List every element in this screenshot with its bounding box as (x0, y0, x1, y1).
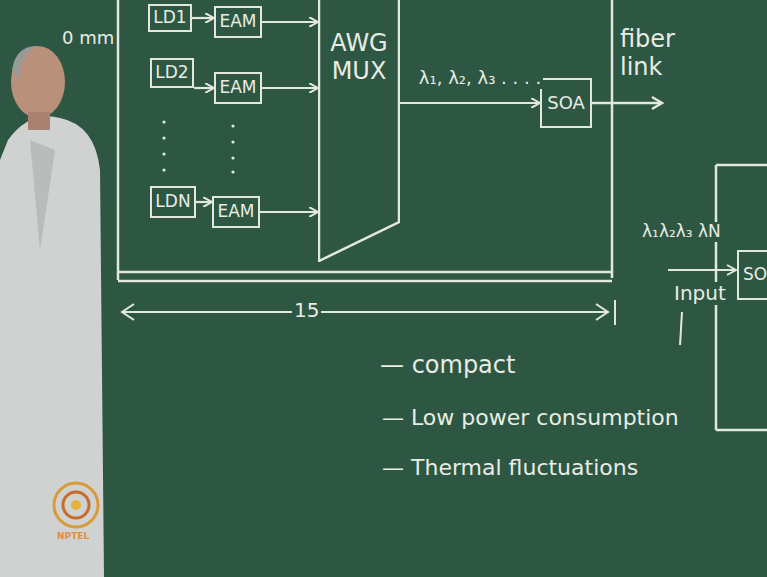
lecturer-shirt (0, 116, 104, 577)
logo-text: NPTEL (55, 531, 91, 541)
component-name: LD2 (155, 63, 188, 83)
component-box: EAM (214, 72, 262, 104)
chalk-note: 0 mm (60, 28, 116, 49)
chalk-note: λ₁λ₂λ₃ λN (640, 222, 723, 242)
component-box: EAM (214, 6, 262, 38)
signal-arrow (192, 17, 213, 19)
chalk-note: fiber link (618, 26, 704, 81)
component-name: EAM (219, 12, 256, 32)
component-name: AWG MUX (318, 30, 400, 85)
component-box: LD2 (150, 58, 194, 88)
component-name: SOA (547, 93, 585, 114)
component-box: LD1 (148, 4, 192, 32)
component-name: SO (743, 265, 767, 285)
component-name: LD1 (153, 8, 186, 28)
awg-mux-trapezoid: AWG MUX (318, 0, 400, 262)
component-name: LDN (155, 192, 190, 212)
component-box: SOA (540, 78, 592, 128)
signal-arrow (400, 102, 539, 104)
chalk-note: — compact (378, 352, 517, 380)
signal-arrow (262, 87, 317, 89)
chalk-note: Input (672, 282, 728, 305)
lecturer-head (11, 46, 65, 118)
component-box: LDN (150, 186, 196, 218)
chalk-note: — Low power consumption (380, 405, 681, 430)
signal-arrow (196, 201, 211, 203)
signal-arrow (262, 21, 317, 23)
chalk-note: — Thermal fluctuations (380, 455, 640, 480)
signal-arrow (260, 211, 317, 213)
wavelength-label: λ₁, λ₂, λ₃ . . . . (417, 68, 543, 89)
component-name: EAM (219, 78, 256, 98)
component-box: EAM (212, 196, 260, 228)
signal-arrow (194, 87, 213, 89)
component-name: EAM (217, 202, 254, 222)
component-box: SO (737, 250, 767, 300)
dimension-label: 15 (292, 299, 321, 322)
